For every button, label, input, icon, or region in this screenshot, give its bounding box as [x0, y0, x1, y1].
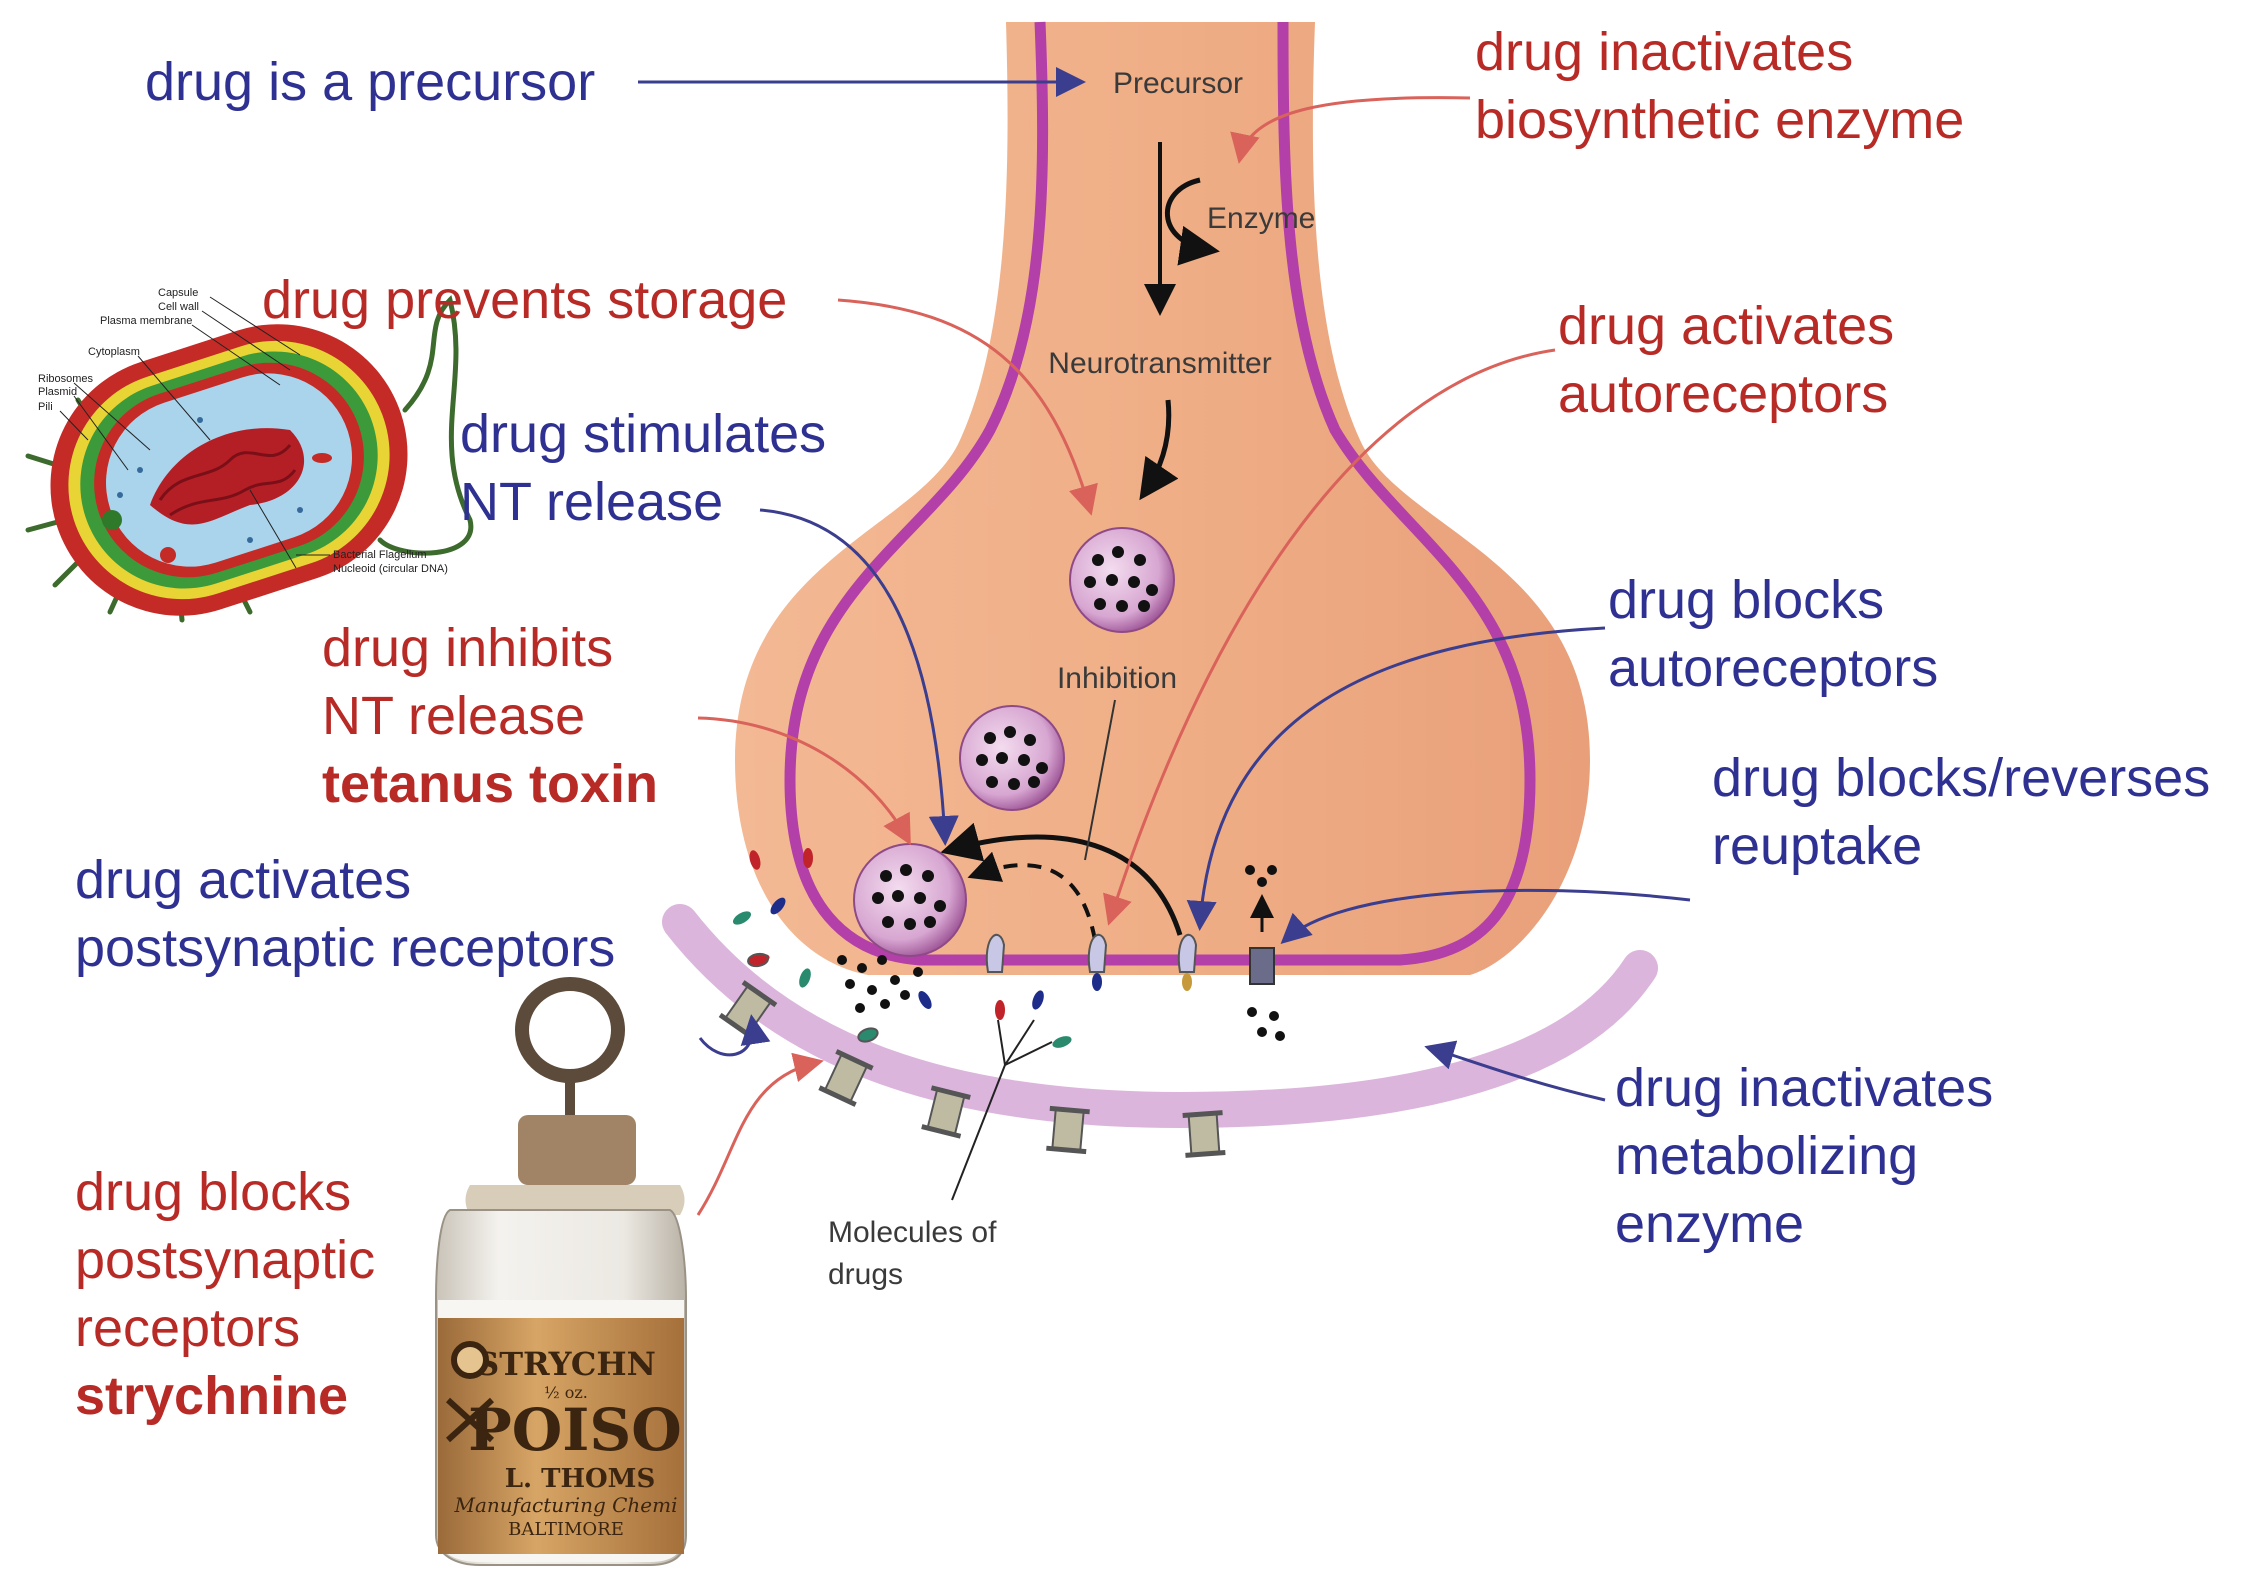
label-blocks-reuptake-line1: drug blocks/reverses	[1712, 748, 2211, 808]
bacterium-label-pili: Pili	[38, 401, 53, 413]
bacterium-label-plasma-membrane: Plasma membrane	[100, 315, 192, 327]
label-activates-postsynaptic-line1: drug activates	[75, 850, 412, 910]
label-drug-inactivates-metabolizing: drug inactivates metabolizing enzyme	[1615, 1054, 1993, 1258]
label-activates-autoreceptors-line2: autoreceptors	[1558, 364, 1889, 424]
bottle-label-half-oz: ½ oz.	[544, 1383, 588, 1402]
label-tetanus-toxin: tetanus toxin	[322, 754, 659, 814]
inhibition-pointer	[1084, 699, 1116, 861]
bottle-label-poison: POISO	[468, 1396, 682, 1464]
label-blocks-postsynaptic-line3: receptors	[75, 1298, 301, 1358]
label-activates-postsynaptic-line2: postsynaptic receptors	[75, 918, 616, 978]
label-strychnine: strychnine	[75, 1366, 349, 1426]
bacterium-label-plasmid: Plasmid	[38, 386, 77, 398]
molecules-label-line2: drugs	[828, 1258, 903, 1291]
bacterium-illustration: Capsule Cell wall Plasma membrane Cytopl…	[25, 287, 474, 623]
released-neurotransmitter	[837, 955, 923, 1013]
vesicle-release	[853, 843, 967, 957]
label-inactivates-metabolizing-line3: enzyme	[1615, 1194, 1805, 1254]
molecules-label-line1: Molecules of	[828, 1216, 997, 1249]
label-inhibits-release-line1: drug inhibits	[322, 618, 614, 678]
bacterium-label-cell-wall: Cell wall	[158, 301, 199, 313]
label-blocks-postsynaptic-line2: postsynaptic	[75, 1230, 376, 1290]
label-blocks-autoreceptors-line1: drug blocks	[1608, 570, 1885, 630]
label-drug-activates-postsynaptic: drug activates postsynaptic receptors	[75, 846, 615, 982]
stimulates-release-arrow	[759, 508, 959, 846]
precursor-label: Precursor	[1113, 67, 1243, 100]
bacterium-label-ribosomes: Ribosomes	[38, 373, 94, 385]
blocks-autoreceptors-arrow	[1186, 626, 1606, 931]
label-drug-activates-autoreceptors: drug activates autoreceptors	[1558, 292, 1894, 428]
enzyme-curl-arrow	[1164, 177, 1220, 266]
label-prevents-storage-line1: drug prevents storage	[262, 270, 788, 330]
reuptake-arrow	[1280, 888, 1691, 945]
enzyme-label: Enzyme	[1207, 202, 1315, 235]
skull-crossbones-icon	[445, 1341, 495, 1443]
label-drug-is-precursor: drug is a precursor	[145, 48, 595, 116]
label-drug-blocks-autoreceptors: drug blocks autoreceptors	[1608, 566, 1938, 702]
bacterium-label-nucleoid: Nucleoid (circular DNA)	[333, 563, 448, 575]
strychnine-bottle-illustration: STRYCHN ½ oz. POISO L. THOMS Manufacturi…	[435, 977, 687, 1566]
label-drug-inactivates-biosynthetic: drug inactivates biosynthetic enzyme	[1475, 18, 1964, 154]
postsynaptic-receptors	[718, 952, 1226, 1158]
nt-to-vesicle-arrow	[1139, 399, 1179, 501]
presynaptic-terminal	[735, 21, 1590, 975]
bacterium-label-capsule: Capsule	[158, 287, 198, 299]
vesicle-mid	[959, 705, 1065, 811]
vesicle-storage	[1069, 527, 1175, 633]
activates-autoreceptors-arrow	[1103, 348, 1556, 926]
bottle-label-thoms: L. THOMS	[505, 1464, 656, 1494]
label-inactivates-biosynthetic-line2: biosynthetic enzyme	[1475, 90, 1965, 150]
molecules-pointer	[951, 1019, 1053, 1201]
neurotransmitter-label: Neurotransmitter	[1048, 347, 1271, 380]
reuptake-transporter	[1245, 865, 1285, 1041]
release-curved-arrow	[940, 822, 1183, 936]
storage-arrow	[837, 298, 1098, 516]
label-blocks-reuptake-line2: reuptake	[1712, 816, 1923, 876]
autoreceptors	[985, 933, 1198, 991]
presynaptic-membrane	[784, 21, 1536, 966]
annotation-arrows	[638, 67, 1691, 1216]
label-blocks-autoreceptors-line2: autoreceptors	[1608, 638, 1939, 698]
blocks-postsynaptic-arrow	[696, 1052, 824, 1216]
biosynthetic-arrow	[1230, 96, 1471, 164]
label-inactivates-metabolizing-line1: drug inactivates	[1615, 1058, 1994, 1118]
label-drug-inhibits-release: drug inhibits NT release tetanus toxin	[322, 614, 658, 818]
bottle-label-strychn: STRYCHN	[476, 1345, 656, 1383]
label-stimulates-release-line2: NT release	[460, 472, 724, 532]
label-inactivates-biosynthetic-line1: drug inactivates	[1475, 22, 1854, 82]
label-drug-stimulates-release: drug stimulates NT release	[460, 400, 826, 536]
label-drug-blocks-postsynaptic: drug blocks postsynaptic receptors stryc…	[75, 1158, 375, 1430]
label-drug-prevents-storage: drug prevents storage	[262, 266, 787, 334]
label-stimulates-release-line1: drug stimulates	[460, 404, 827, 464]
bottle-label-manufacturing: Manufacturing Chemi	[454, 1493, 678, 1517]
label-blocks-postsynaptic-line1: drug blocks	[75, 1162, 352, 1222]
bacterium-label-flagellum: Bacterial Flagellum	[333, 549, 427, 561]
inhibition-label: Inhibition	[1057, 662, 1177, 695]
label-inactivates-metabolizing-line2: metabolizing	[1615, 1126, 1919, 1186]
label-inhibits-release-line2: NT release	[322, 686, 586, 746]
inhibits-release-arrow	[697, 716, 911, 846]
label-activates-autoreceptors-line1: drug activates	[1558, 296, 1895, 356]
metabolizing-arrow	[1424, 1040, 1606, 1102]
label-drug-is-precursor-line1: drug is a precursor	[145, 52, 596, 112]
bottle-label-baltimore: BALTIMORE	[508, 1519, 624, 1540]
postsynaptic-membrane	[662, 904, 1658, 1129]
inhibition-dashed-arrow	[967, 851, 1097, 941]
activates-postsynaptic-arrow	[698, 1014, 771, 1057]
label-drug-blocks-reuptake: drug blocks/reverses reuptake	[1712, 744, 2210, 880]
bacterium-label-cytoplasm: Cytoplasm	[88, 346, 140, 358]
